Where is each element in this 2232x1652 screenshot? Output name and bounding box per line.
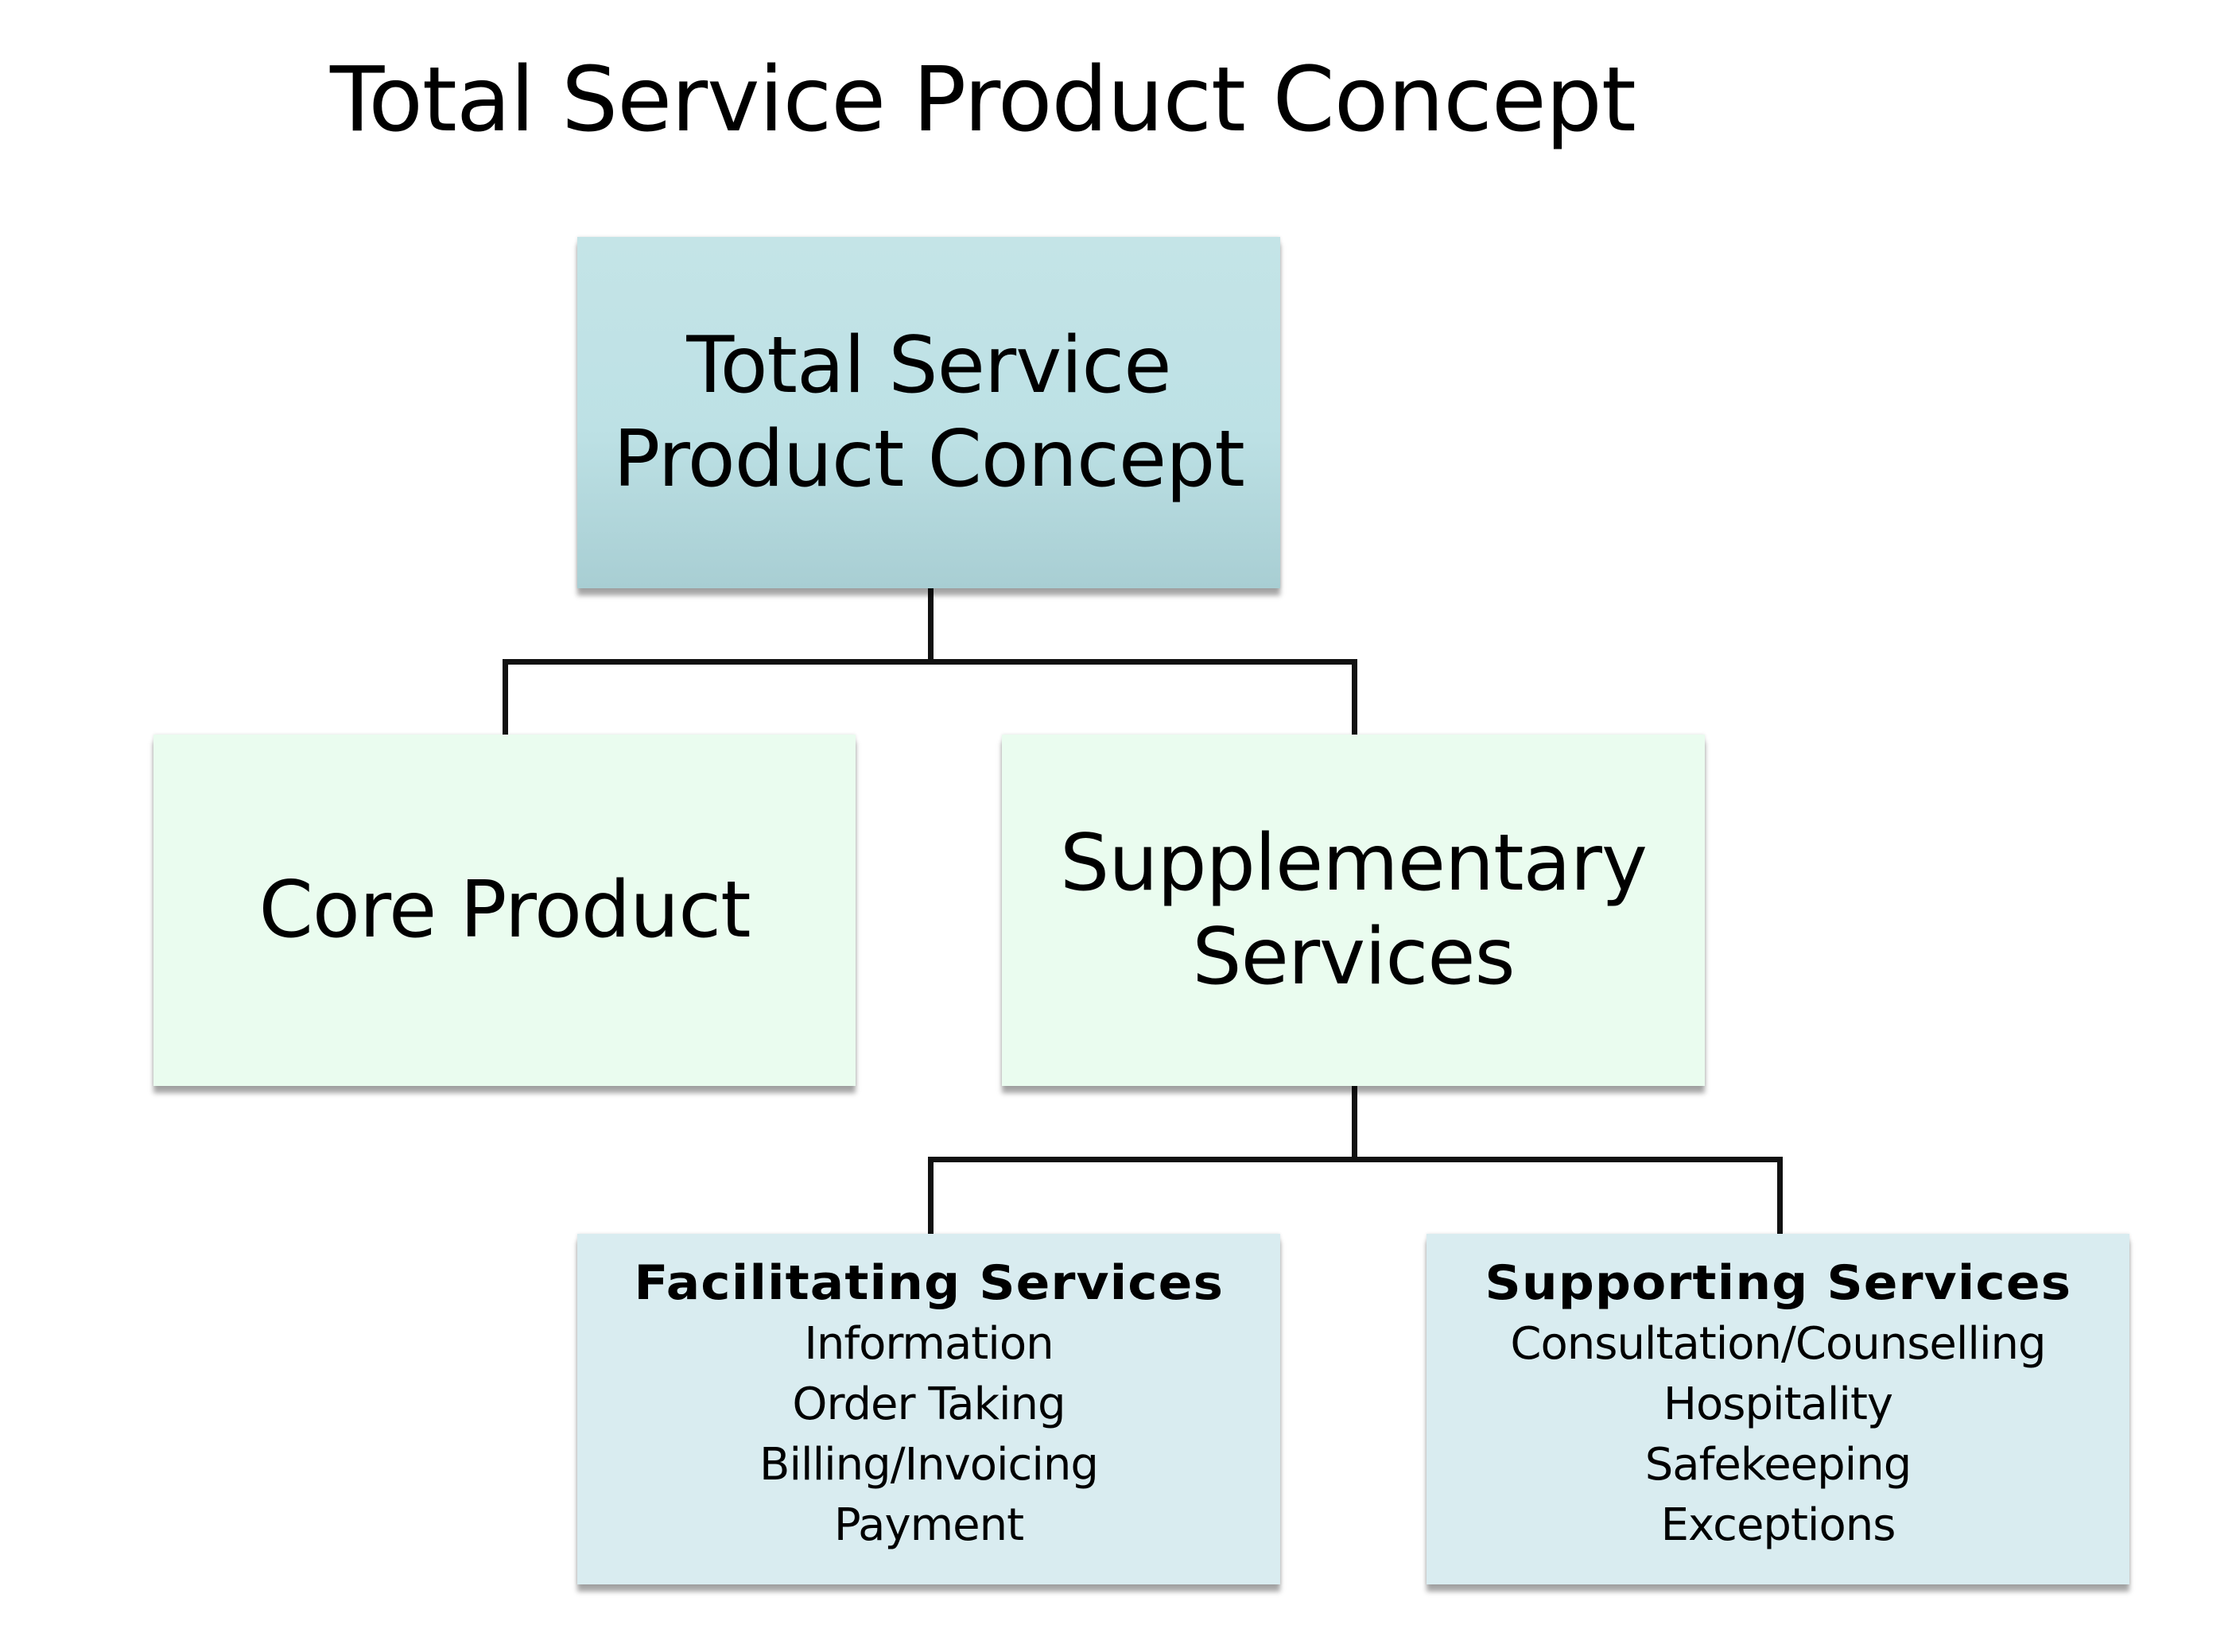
list-item: Consultation/Counselling [1510,1317,2046,1370]
node-total-service-product-concept: Total Service Product Concept [577,237,1280,588]
list-item: Payment [833,1499,1024,1551]
node-label: Core Product [258,865,751,956]
connector-root-down [928,588,934,664]
node-label-line1: Supplementary [1060,818,1648,909]
node-core-product: Core Product [153,735,856,1086]
list-item: Safekeeping [1644,1438,1912,1491]
list-item: Information [804,1317,1054,1370]
node-heading: Facilitating Services [634,1255,1224,1311]
connector-to-supporting [1777,1157,1783,1234]
list-item: Billing/Invoicing [759,1438,1099,1491]
node-label-line1: Total Service [686,320,1171,411]
list-item: Hospitality [1663,1378,1893,1430]
list-item: Order Taking [792,1378,1066,1430]
connector-to-facilitating [928,1157,934,1234]
node-facilitating-services: Facilitating Services Information Order … [577,1234,1280,1584]
connector-supp-down [1352,1086,1357,1161]
node-label-line2: Product Concept [613,414,1245,505]
node-heading: Supporting Services [1485,1255,2071,1311]
connector-to-supplementary [1352,659,1357,735]
page-title: Total Service Product Concept [330,48,1636,152]
node-supporting-services: Supporting Services Consultation/Counsel… [1427,1234,2129,1584]
node-supplementary-services: Supplementary Services [1002,735,1705,1086]
node-label-line2: Services [1192,912,1515,1002]
connector-supp-horizontal [928,1157,1783,1162]
connector-to-core [503,659,508,735]
connector-root-horizontal [503,659,1357,665]
list-item: Exceptions [1660,1499,1896,1551]
